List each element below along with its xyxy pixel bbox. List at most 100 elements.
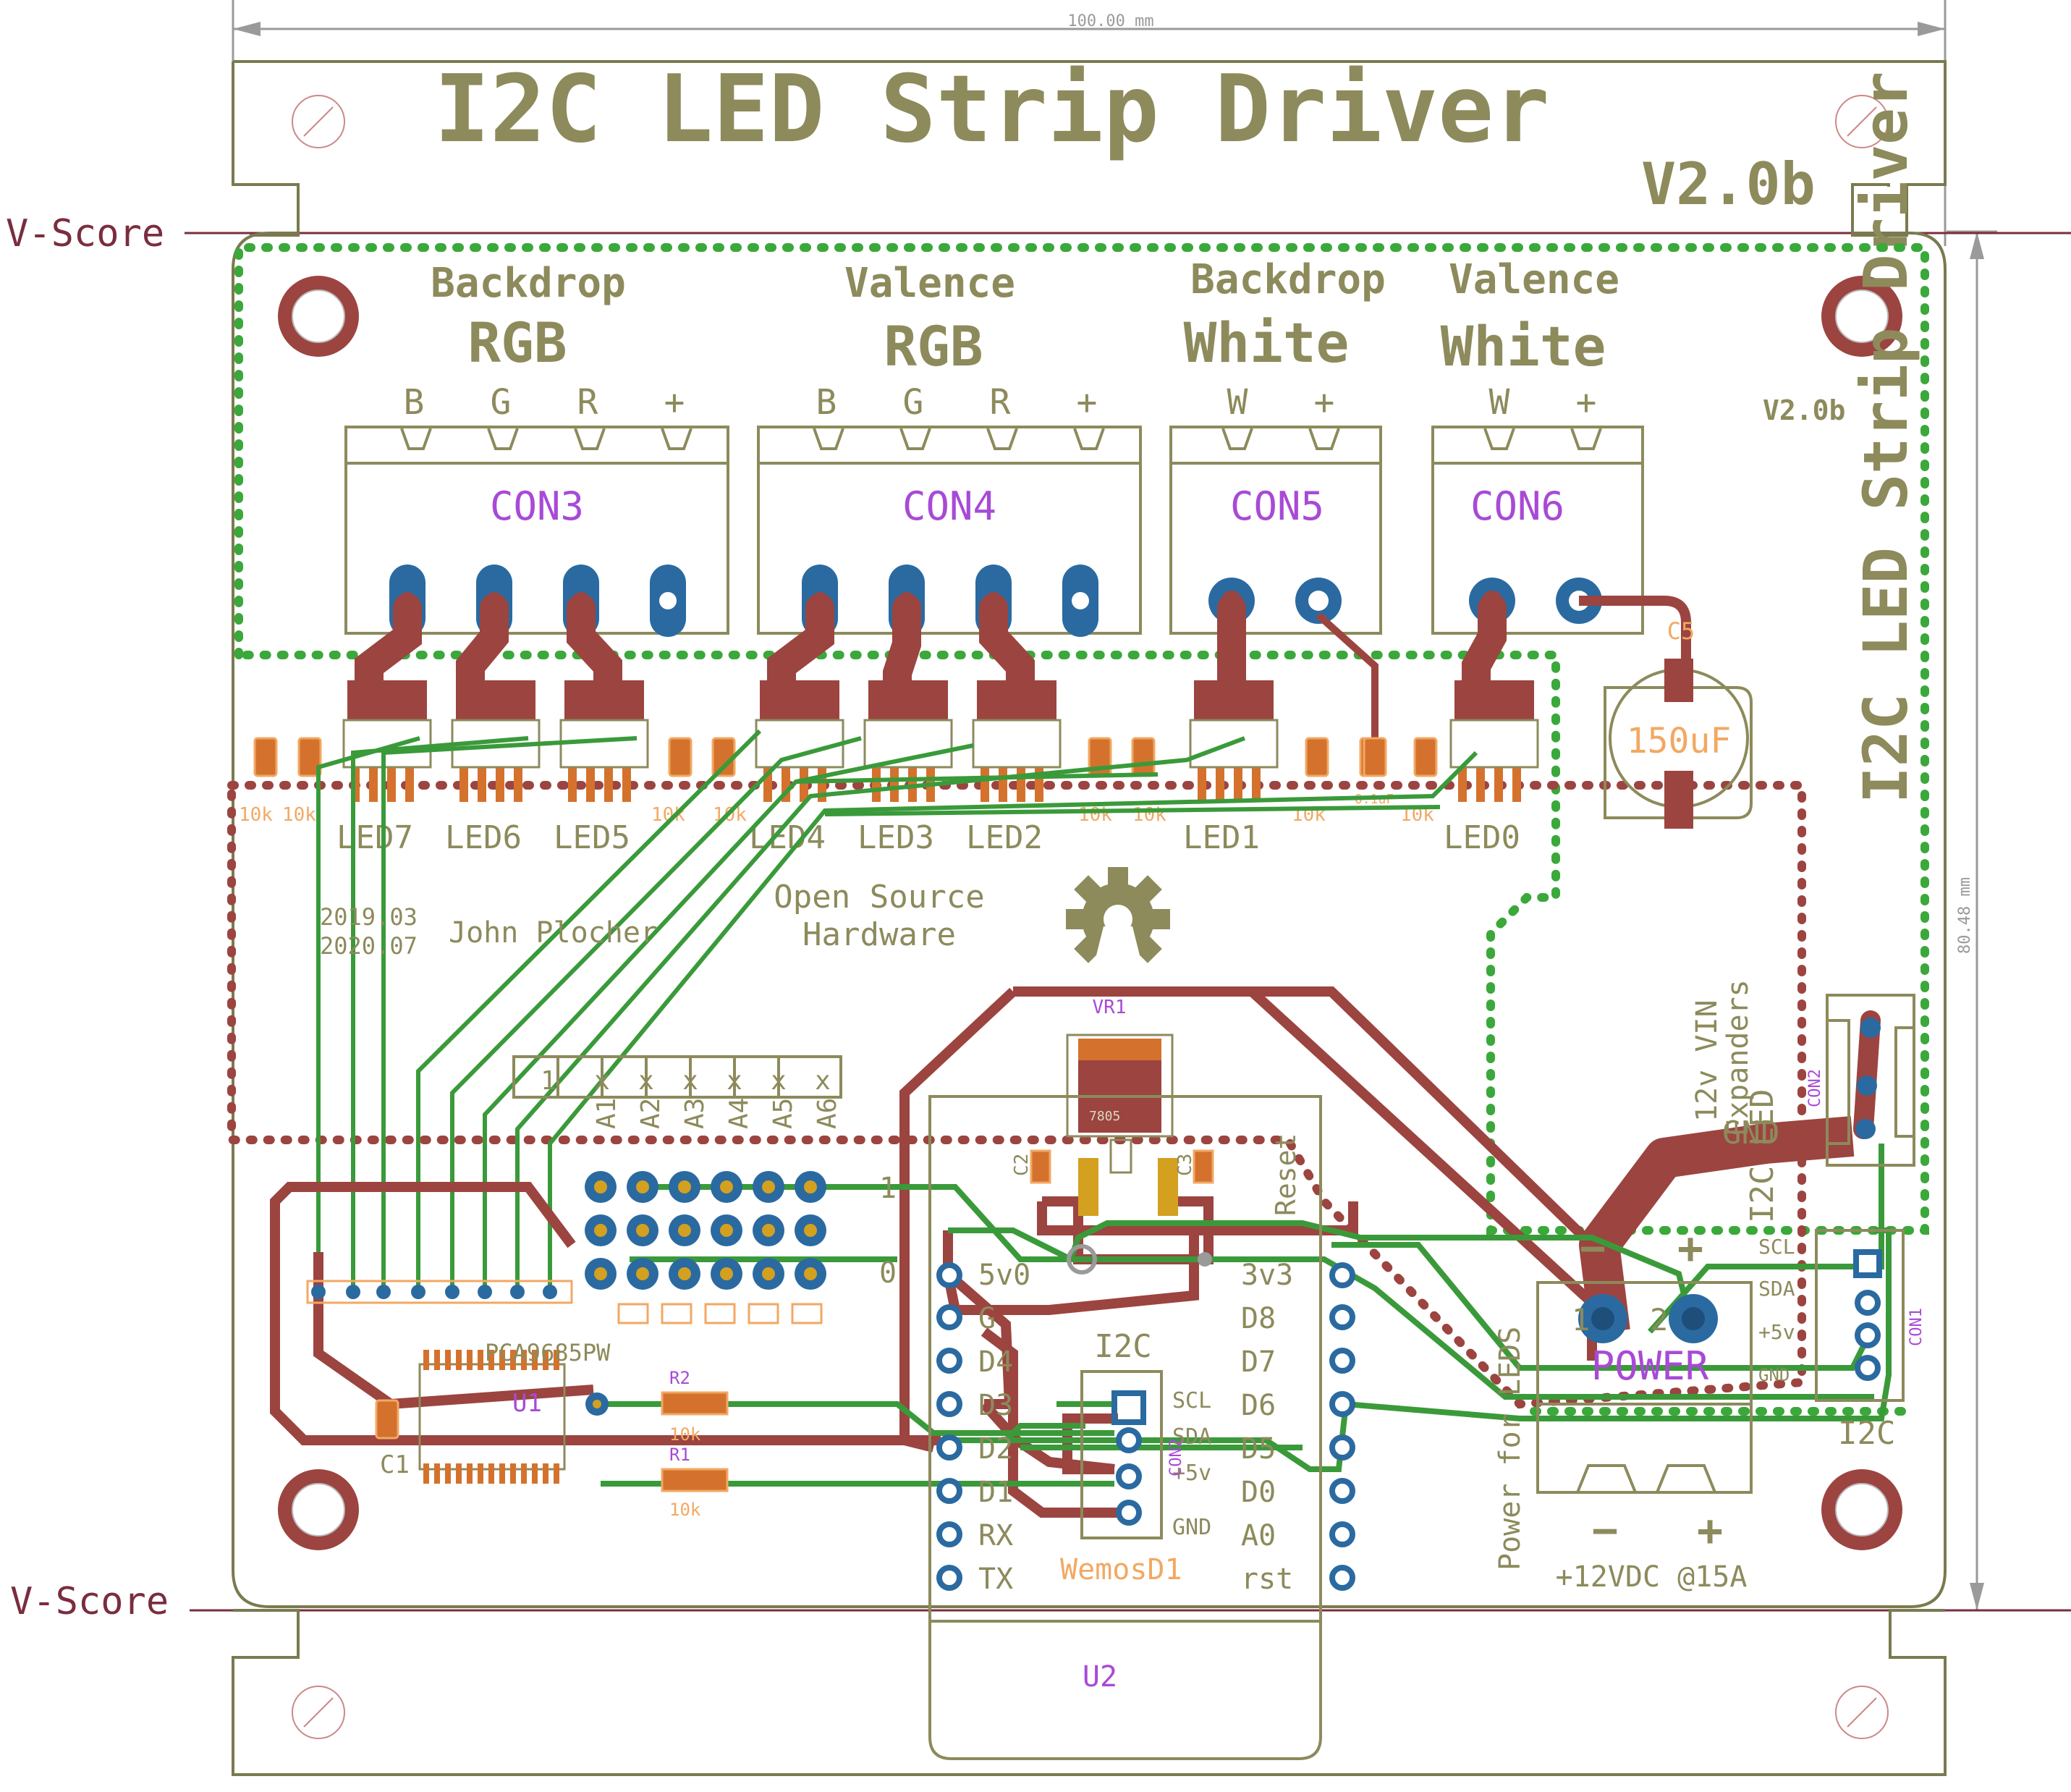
resistor-value: 10k <box>282 804 316 826</box>
keepout-red <box>227 781 1806 1409</box>
address-header-label: A1 <box>592 1098 622 1129</box>
pin-label: + <box>1576 382 1597 423</box>
led-label: LED1 <box>1183 819 1260 856</box>
power-minus-top: − <box>1580 1223 1606 1274</box>
wemos-right-labels: 3v3 D8 D7 D6 D5 D0 A0 rst <box>1241 1259 1293 1596</box>
i2c-pin-label: GND <box>1172 1515 1211 1540</box>
u1-chip: PCA9685PW U1 C1 R2 R1 10k 10k <box>306 1280 729 1520</box>
group-type: White <box>1441 314 1606 379</box>
r2-value: 10k <box>669 1424 701 1445</box>
wemos-pin-label: rst <box>1241 1563 1293 1596</box>
date-2: 2020.07 <box>320 932 418 960</box>
c3-name: C3 <box>1174 1154 1196 1176</box>
group-label: Backdrop <box>431 260 626 307</box>
resistor-value: 10k <box>1078 804 1112 826</box>
width-dimension-label: 100.00 mm <box>1067 12 1153 30</box>
group-label: Valence <box>1449 256 1619 303</box>
address-header-label: A4 <box>724 1098 754 1129</box>
power-side-label: Power for LEDS <box>1494 1327 1527 1571</box>
expanders-con-name: CON2 <box>1806 1069 1824 1107</box>
wemos-pin-label: D3 <box>978 1389 1013 1422</box>
address-header-label: A2 <box>636 1098 666 1129</box>
jumper-mark: x <box>727 1066 742 1096</box>
height-dimension: 80.48 mm <box>1947 230 1997 1612</box>
connector-name: CON3 <box>490 483 584 529</box>
group-type: RGB <box>467 310 567 375</box>
vr1-part: 7805 <box>1089 1109 1120 1124</box>
height-dimension-label: 80.48 mm <box>1956 877 1974 954</box>
led-label: LED7 <box>336 819 413 856</box>
i2c-header-title: I2C <box>1094 1328 1151 1365</box>
address-header-holes <box>594 1180 817 1280</box>
group-headings: Backdrop RGB Valence RGB Backdrop White … <box>431 256 1619 379</box>
c5-name: C5 <box>1667 617 1695 645</box>
r1-name: R1 <box>669 1445 690 1465</box>
side-title: I2C LED Strip Driver <box>1850 72 1921 803</box>
led-label: LED3 <box>857 819 934 856</box>
board-version: V2.0b <box>1641 151 1816 218</box>
vr1-name: VR1 <box>1093 997 1127 1018</box>
address-header-label: A3 <box>680 1098 710 1129</box>
r1-value: 10k <box>669 1500 701 1520</box>
address-header-label: A5 <box>768 1098 798 1129</box>
oshw-line2: Hardware <box>802 916 956 953</box>
wemos-pin-label: RX <box>978 1519 1013 1552</box>
con3: B G R + CON3 <box>344 382 729 635</box>
vscore-bottom: V-Score <box>10 1580 2071 1623</box>
date-1: 2019.03 <box>320 903 418 931</box>
copper-routes <box>270 986 1597 1518</box>
connector-name: CON5 <box>1230 483 1324 529</box>
r2-name: R2 <box>669 1368 690 1388</box>
con5: W + CON5 <box>1169 382 1382 635</box>
jumper-mark: x <box>594 1066 610 1096</box>
group-label: Backdrop <box>1190 256 1386 303</box>
power-rating: +12VDC @15A <box>1556 1560 1748 1594</box>
i2c-pin-label: +5v <box>1172 1461 1211 1486</box>
expanders-line1: Expanders <box>1721 979 1755 1136</box>
address-zero-label: 0 <box>879 1256 897 1290</box>
led-labels: LED7 LED6 LED5 LED4 LED3 LED2 LED1 LED0 <box>336 819 1520 856</box>
i2c-out-connector: SCL SDA +5v GND I2C CON1 <box>1758 1229 1926 1452</box>
group-label: Valence <box>844 260 1015 307</box>
resistor-value: 10k <box>239 804 273 826</box>
power-pin1: 1 <box>1572 1302 1590 1337</box>
wemos-pin-label: G <box>978 1302 996 1335</box>
c4-capacitor <box>1316 612 1387 777</box>
expanders-connector: I2C LED Expanders 12v VIN GND CON2 <box>1690 979 1915 1223</box>
pin-label: B <box>404 382 425 423</box>
address-header-label: A6 <box>813 1098 842 1129</box>
u1-part: PCA9685PW <box>485 1339 611 1366</box>
i2c-header: I2C SCL SDA +5v GND CON2 <box>1080 1328 1211 1540</box>
pin-label: R <box>577 382 598 423</box>
wemos-pin-label: 3v3 <box>1241 1259 1293 1292</box>
connector-name: CON4 <box>902 483 996 529</box>
wemos-pin-label: D7 <box>1241 1345 1276 1379</box>
board-version-small: V2.0b <box>1763 394 1845 426</box>
u1-name: U1 <box>512 1389 542 1418</box>
group-type: RGB <box>884 314 983 379</box>
pin-label: + <box>664 382 685 423</box>
address-one-label: 1 <box>879 1172 897 1205</box>
wemos-left-labels: 5v0 G D4 D3 D2 D1 RX TX <box>978 1259 1030 1596</box>
jumper-mark: x <box>638 1066 654 1096</box>
jumper-mark: x <box>771 1066 787 1096</box>
vscore-bottom-label: V-Score <box>10 1580 169 1623</box>
wemos-pin-label: D1 <box>978 1476 1013 1509</box>
wemos-module: U2 Reset WemosD1 <box>928 1095 1322 1760</box>
i2c-pin-label: SCL <box>1172 1388 1211 1413</box>
pin-label: + <box>1314 382 1335 423</box>
wemos-name: WemosD1 <box>1060 1553 1182 1586</box>
power-plus-bottom: + <box>1697 1505 1723 1556</box>
i2c-out-pin-label: SCL <box>1758 1235 1795 1259</box>
oshw-logo <box>1066 867 1170 970</box>
i2c-out-name: CON1 <box>1907 1308 1926 1346</box>
pin-label: G <box>903 382 924 423</box>
wemos-pin-label: D0 <box>1241 1476 1276 1509</box>
jumper-mark: x <box>682 1066 698 1096</box>
power-plus-top: + <box>1677 1223 1703 1274</box>
c5-value: 150uF <box>1627 721 1732 761</box>
wemos-pin-label: 5v0 <box>978 1259 1030 1292</box>
wemos-pin-label: D2 <box>978 1432 1013 1466</box>
led-label: LED6 <box>445 819 522 856</box>
